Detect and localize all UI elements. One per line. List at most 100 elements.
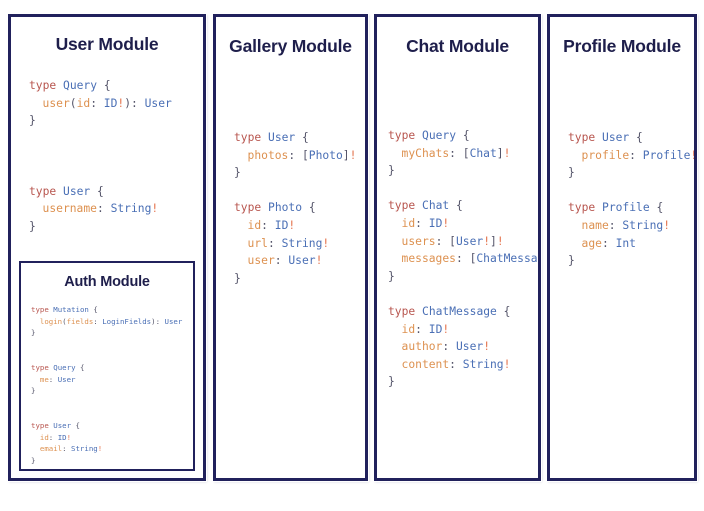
code-token-pun: : [ [449, 146, 470, 160]
code-token-fld: content [401, 357, 450, 371]
code-token-fld: id [39, 432, 49, 442]
code-token-tname: Query [422, 129, 457, 142]
code-token-bang: ! [315, 254, 323, 268]
code-token-tname: User [602, 131, 630, 144]
code-token-tname: String [71, 444, 98, 454]
code-line: id: ID! [31, 432, 193, 444]
code-line: } [29, 112, 203, 130]
code-token-kw: type [29, 79, 57, 92]
code-token-tname: ID [274, 218, 289, 232]
code-token-kw: type [29, 184, 57, 198]
code-line: type User { [234, 129, 365, 147]
code-line: users: [User!]! [388, 233, 538, 251]
code-token-pun: } [388, 375, 395, 389]
code-token-kw: type [31, 305, 49, 314]
code-line: } [388, 268, 538, 286]
code-token-tname: Profile [602, 201, 650, 215]
code-token-pun: : [415, 216, 429, 230]
code-token-pun: : [ [435, 234, 456, 248]
code-line: } [31, 327, 193, 339]
code-line: } [31, 385, 193, 397]
code-token-fld: profile [581, 148, 630, 162]
code-line: type ChatMessage { [388, 303, 538, 321]
code-token-pun: : [96, 202, 111, 216]
code-blank-line [31, 397, 193, 409]
code-token-pun: ( [69, 96, 77, 110]
code-token-fld: login [39, 316, 63, 326]
code-token-pun: : [48, 432, 58, 442]
code-token-bang: ! [66, 432, 72, 442]
code-token-pun: ] [490, 234, 497, 248]
code-token-pun: } [388, 164, 395, 178]
code-token-bang: ! [322, 236, 330, 250]
code-token-tname: Chat [469, 146, 497, 160]
code-blank-line [234, 182, 365, 200]
panel-chat-module[interactable]: Chat Module type Query {myChats: [Chat]!… [374, 14, 541, 481]
code-token-pun: ] [496, 146, 504, 160]
code-token-tname: User [53, 420, 72, 430]
code-token-pun: { [295, 131, 309, 144]
code-line: content: String! [388, 356, 538, 374]
code-blank-line [29, 165, 203, 183]
code-blank-line [568, 182, 694, 200]
code-token-bang: ! [442, 322, 450, 336]
code-token-fld: url [247, 236, 268, 250]
code-token-bang: ! [663, 218, 670, 232]
code-token-tname: Int [615, 236, 636, 250]
code-token-pun: { [71, 420, 80, 430]
code-line: type Query { [31, 362, 193, 374]
code-token-tname: ID [428, 322, 443, 336]
code-token-pun: { [496, 304, 511, 318]
code-token-tname: String [462, 357, 504, 371]
code-token-tname: Query [53, 362, 76, 372]
code-token-pun: { [649, 201, 664, 215]
code-token-kw: type [234, 201, 262, 215]
code-block-auth-module: type Mutation { login(fields: LoginFields… [31, 304, 193, 466]
code-token-tname: ChatMessage [476, 252, 538, 266]
panel-gallery-module[interactable]: Gallery Module type User {photos: [Photo… [213, 14, 368, 481]
code-token-pun: { [629, 131, 643, 144]
code-token-kw: type [568, 201, 596, 215]
code-token-pun: : [90, 96, 104, 110]
code-token-pun [595, 201, 602, 214]
code-block-profile-module: type User {profile: Profile!}type Profil… [568, 129, 694, 270]
code-token-kw: type [568, 131, 596, 144]
code-block-gallery-module: type User {photos: [Photo]!}type Photo {… [234, 129, 365, 287]
code-token-tname: LoginFields [102, 316, 152, 326]
code-line: } [29, 218, 203, 236]
code-token-bang: ! [349, 148, 357, 162]
code-token-bang: ! [503, 146, 511, 160]
code-token-pun: { [90, 184, 104, 198]
code-token-tname: User [288, 254, 316, 268]
code-token-fld: photos [247, 148, 289, 162]
code-token-pun: } [29, 114, 36, 128]
code-token-fld: fields [66, 316, 94, 326]
code-token-tname: String [622, 218, 664, 232]
code-blank-line [31, 350, 193, 362]
panel-profile-module[interactable]: Profile Module type User {profile: Profi… [547, 14, 697, 481]
code-token-fld: username [42, 202, 97, 216]
code-token-pun: { [75, 362, 85, 372]
code-line: photos: [Photo]! [234, 147, 365, 165]
code-token-tname: Photo [268, 201, 303, 215]
code-token-bang: ! [117, 96, 125, 110]
code-line: } [568, 252, 694, 270]
code-token-bang: ! [97, 444, 103, 454]
code-token-pun [56, 79, 63, 92]
code-line: url: String! [234, 235, 365, 253]
code-line: type Profile { [568, 199, 694, 217]
code-token-pun: : [ [288, 148, 309, 162]
code-token-fld: author [401, 340, 443, 354]
code-token-fld: email [39, 444, 63, 454]
code-token-pun: } [31, 328, 36, 338]
code-token-pun: { [302, 201, 316, 215]
code-token-pun: { [456, 129, 470, 142]
code-block-user-module: type Query {user(id: ID!): User}type Use… [29, 77, 203, 235]
code-line: age: Int [568, 235, 694, 253]
code-line: type User { [31, 420, 193, 432]
code-line: login(fields: LoginFields): User [31, 316, 193, 328]
panel-user-module[interactable]: User Module type Query {user(id: ID!): U… [8, 14, 206, 481]
code-token-tname: Mutation [53, 305, 89, 314]
panel-auth-module[interactable]: Auth Module type Mutation {login(fields:… [19, 261, 195, 471]
